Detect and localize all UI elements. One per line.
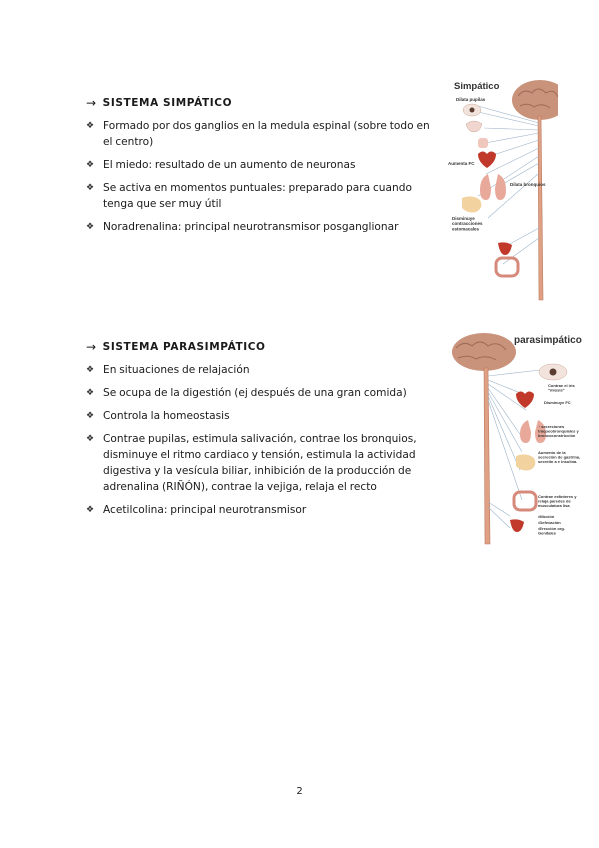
diamond-bullet-icon: ❖ xyxy=(86,411,95,421)
list-item: ❖Formado por dos ganglios en la medula e… xyxy=(86,120,430,148)
spinal-cord-icon xyxy=(483,367,491,545)
heading-text: SISTEMA PARASIMPÁTICO xyxy=(102,341,266,353)
bladder-icon xyxy=(510,519,524,532)
intestine-icon xyxy=(494,256,520,278)
svg-text:•Micción: •Micción xyxy=(538,514,555,519)
section-heading: → SISTEMA PARASIMPÁTICO xyxy=(86,340,431,354)
stomach-icon xyxy=(462,196,482,213)
list-item: ❖Se ocupa de la digestión (ej después de… xyxy=(86,387,407,399)
sympathetic-diagram: Simpático Dilata pupilas Aumenta FC xyxy=(448,80,568,301)
diamond-bullet-icon: ❖ xyxy=(86,505,95,515)
nerve-lines xyxy=(487,369,541,529)
intestine-icon xyxy=(512,490,538,512)
nerve-lines xyxy=(477,105,540,265)
section-heading: → SISTEMA SIMPÁTICO xyxy=(86,96,431,110)
gland-icon xyxy=(465,120,483,133)
heart-icon xyxy=(478,151,496,168)
svg-text:Aumenta FC: Aumenta FC xyxy=(448,161,475,166)
list-item: ❖Noradrenalina: principal neurotransmiso… xyxy=(86,221,399,233)
parasympathetic-diagram: parasimpático Contrae el iris“miosis” Di… xyxy=(452,333,582,545)
diamond-bullet-icon: ❖ xyxy=(86,434,95,444)
sympathetic-figure: Simpático Dilata pupilas Aumenta FC xyxy=(448,78,568,303)
diamond-bullet-icon: ❖ xyxy=(86,222,95,232)
svg-text:Disminuye FC: Disminuye FC xyxy=(544,400,571,405)
diamond-bullet-icon: ❖ xyxy=(86,160,95,170)
diamond-bullet-icon: ❖ xyxy=(86,183,95,193)
brain-icon xyxy=(512,80,568,120)
svg-text:•Erección org.Genitales: •Erección org.Genitales xyxy=(538,526,565,536)
bullet-list: ❖Formado por dos ganglios en la medula e… xyxy=(86,118,431,235)
arrow-icon: → xyxy=(86,340,97,354)
bladder-icon xyxy=(498,242,512,255)
organ-icon xyxy=(478,138,488,148)
arrow-icon: → xyxy=(86,96,97,110)
lung-left-icon xyxy=(480,174,491,200)
svg-text:•Defecación: •Defecación xyxy=(538,520,561,525)
sympathetic-section: → SISTEMA SIMPÁTICO ❖Formado por dos gan… xyxy=(86,96,431,242)
list-item: ❖En situaciones de relajación xyxy=(86,364,250,376)
svg-text:Dilata pupilas: Dilata pupilas xyxy=(456,97,486,102)
parasympathetic-figure: parasimpático Contrae el iris“miosis” Di… xyxy=(450,332,585,547)
svg-text:Contrae el iris“miosis”: Contrae el iris“miosis” xyxy=(548,383,575,393)
brain-icon xyxy=(452,333,516,371)
lung-right-icon xyxy=(535,420,546,443)
list-item: ❖Acetilcolina: principal neurotransmisor xyxy=(86,504,307,516)
lung-left-icon xyxy=(520,420,531,443)
bullet-list: ❖En situaciones de relajación ❖Se ocupa … xyxy=(86,362,431,518)
diamond-bullet-icon: ❖ xyxy=(86,365,95,375)
spinal-cord-icon xyxy=(537,115,544,301)
diamond-bullet-icon: ❖ xyxy=(86,388,95,398)
heart-icon xyxy=(516,391,534,408)
page-number: 2 xyxy=(296,786,303,797)
figure-title: parasimpático xyxy=(514,335,582,346)
diamond-bullet-icon: ❖ xyxy=(86,121,95,131)
list-item: ❖Se activa en momentos puntuales: prepar… xyxy=(86,182,412,210)
svg-text:Dilata bronquios: Dilata bronquios xyxy=(510,182,546,187)
list-item: ❖Controla la homeostasis xyxy=(86,410,230,422)
stomach-icon xyxy=(516,454,536,471)
list-item: ❖El miedo: resultado de un aumento de ne… xyxy=(86,159,356,171)
list-item: ❖Contrae pupilas, estimula salivación, c… xyxy=(86,433,417,493)
heading-text: SISTEMA SIMPÁTICO xyxy=(102,97,233,109)
parasympathetic-section: → SISTEMA PARASIMPÁTICO ❖En situaciones … xyxy=(86,340,431,525)
lung-right-icon xyxy=(495,174,506,200)
figure-title: Simpático xyxy=(454,81,500,92)
